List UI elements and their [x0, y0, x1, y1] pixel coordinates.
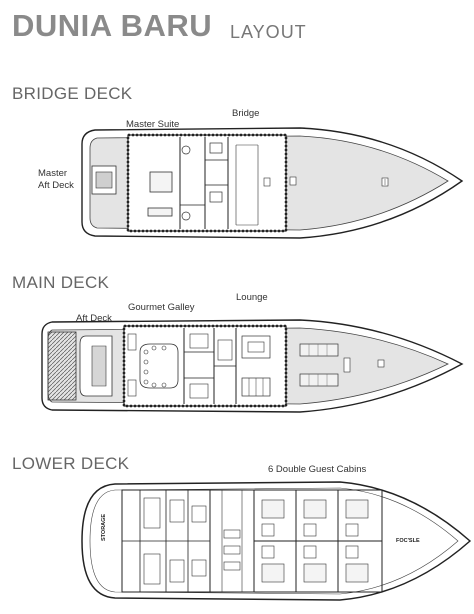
main-superstructure: [122, 324, 288, 408]
main-deck-title: MAIN DECK: [12, 273, 110, 292]
main-aft-swim-platform: [47, 331, 77, 401]
lower-deck-title: LOWER DECK: [12, 454, 130, 473]
gourmet-galley-label: Gourmet Galley: [128, 302, 195, 313]
lower-corridor: [209, 489, 255, 593]
bridge-hatch: [289, 176, 297, 186]
page-title: DUNIA BARU: [12, 8, 213, 43]
bridge-label: Bridge: [232, 108, 260, 119]
bridge-bow-anchor: [381, 177, 389, 187]
focsle-label: FOC'SLE: [396, 538, 420, 544]
main-bow-anchor: [377, 359, 385, 368]
sun-loungers: [299, 343, 351, 387]
master-aft-deck-label-line1: Master: [38, 168, 68, 179]
master-aft-deck-label-line2: Aft Deck: [38, 180, 74, 191]
master-suite-label: Master Suite: [126, 119, 180, 130]
storage-label: STORAGE: [101, 513, 107, 541]
lower-compartments: [121, 489, 211, 593]
galley-dining-table: [127, 333, 179, 397]
lounge-furniture: [189, 333, 271, 399]
aft-deck-label: Aft Deck: [76, 313, 112, 324]
page-subtitle: LAYOUT: [230, 22, 307, 42]
guest-cabins: [253, 489, 383, 593]
master-aft-deck: [91, 165, 117, 195]
guest-cabins-label: 6 Double Guest Cabins: [268, 464, 367, 475]
main-aft-deck: [79, 335, 113, 397]
bridge-superstructure: [126, 133, 288, 233]
lounge-label: Lounge: [236, 292, 268, 303]
bridge-deck-title: BRIDGE DECK: [12, 84, 133, 103]
